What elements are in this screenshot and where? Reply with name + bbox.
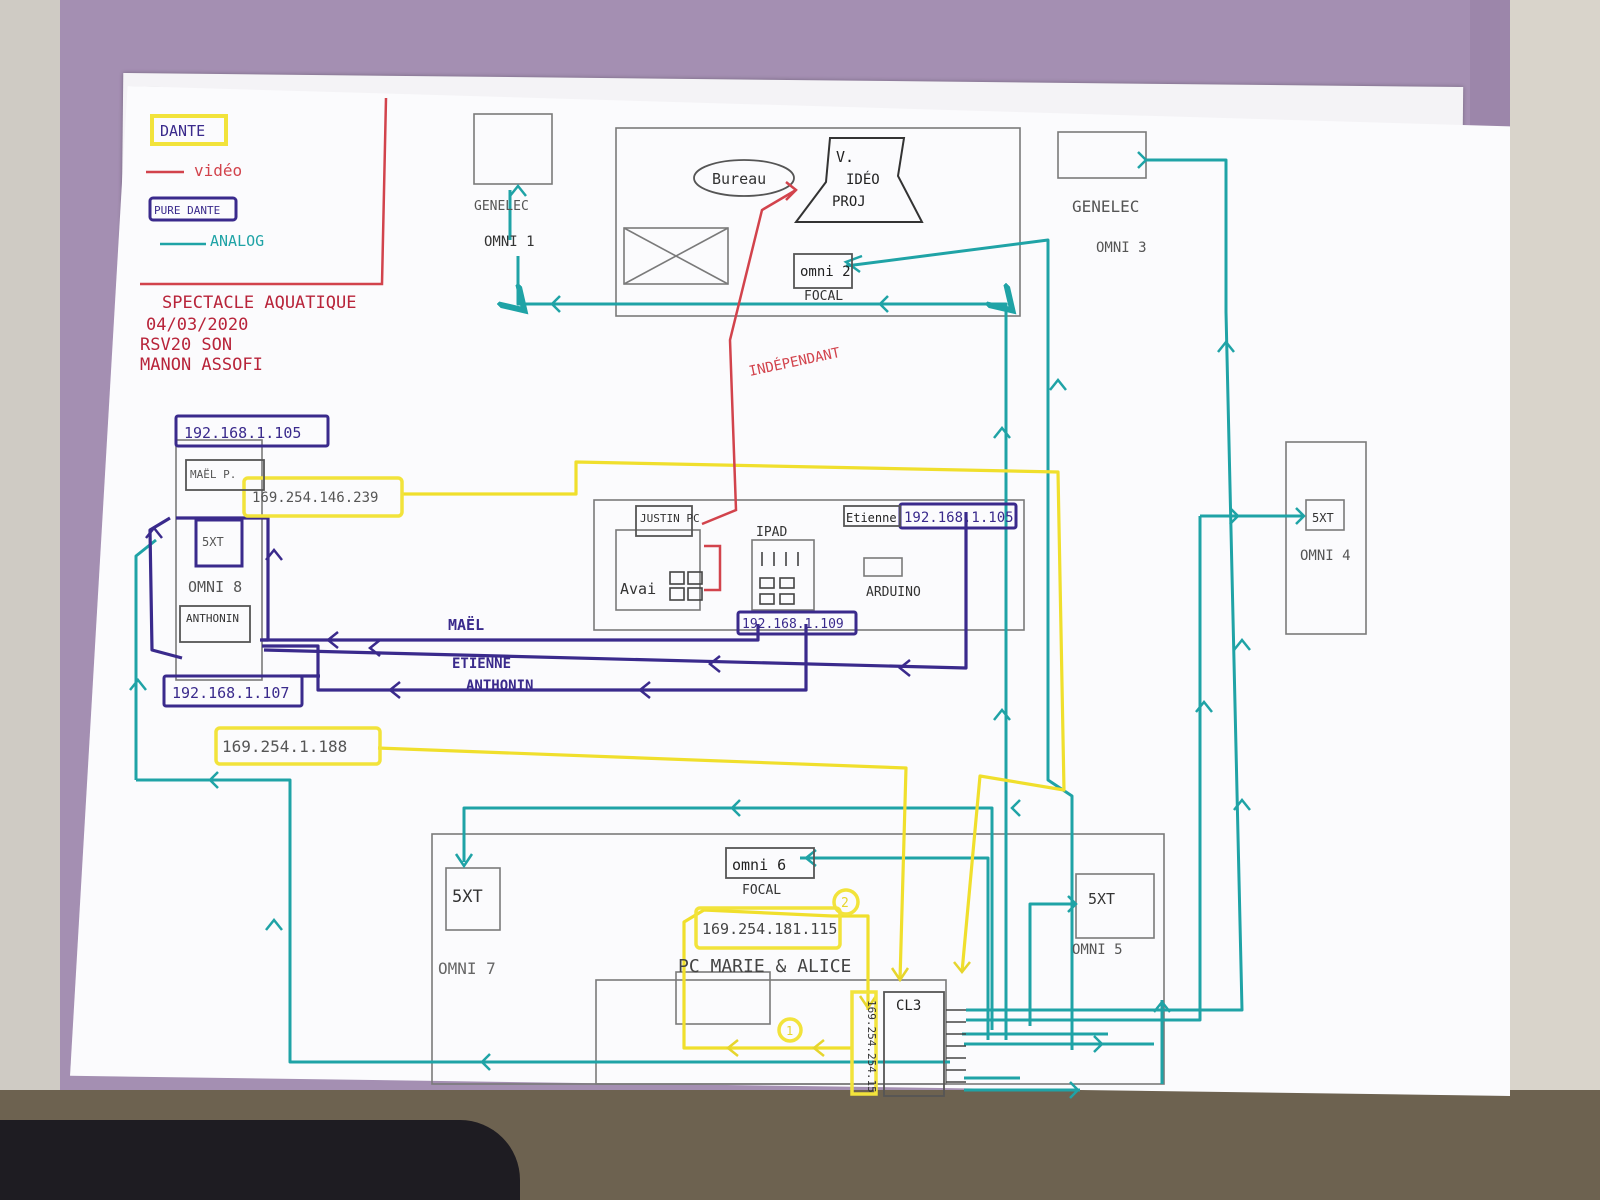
pure-dante-lines <box>148 512 968 692</box>
genelec-left-box <box>473 113 553 185</box>
ipad-label: IPAD <box>756 525 787 540</box>
pc-marie-box <box>675 971 771 1025</box>
genelec-right-label: GENELEC <box>1072 197 1139 216</box>
focal-top-label: FOCAL <box>804 289 843 304</box>
focal-bottom-label: FOCAL <box>742 883 781 898</box>
video-line <box>701 188 797 526</box>
sxt-right-box <box>1305 499 1345 531</box>
number-1-label: 1 <box>786 1024 793 1038</box>
omni2-label: omni 2 <box>800 264 851 280</box>
device-boxes <box>179 253 945 1097</box>
legend-pure-dante-swatch <box>148 196 238 222</box>
video-projector <box>794 137 924 223</box>
title-line-3: RSV20 SON <box>140 335 232 355</box>
ip-dante-left-label: 169.254.146.239 <box>252 490 378 506</box>
pc-marie-label: PC MARIE & ALICE <box>678 956 851 977</box>
avai-mixer <box>615 529 701 611</box>
sxt-bottom-label: 5XT <box>452 887 483 907</box>
mael-line-label: MAËL <box>448 615 484 634</box>
desk-surface-right <box>1510 0 1600 1200</box>
etienne-box-label: Etienne <box>846 511 897 525</box>
ip-ipad-label: 192.168.1.109 <box>742 617 844 632</box>
omni3-label: OMNI 3 <box>1096 240 1147 256</box>
legend-frame <box>140 97 388 286</box>
ip-dante-115-label: 169.254.181.115 <box>702 920 837 938</box>
legend-dante-swatch <box>150 114 228 146</box>
title-line-1: SPECTACLE AQUATIQUE <box>162 293 356 313</box>
anthonin-box-label: ANTHONIN <box>186 612 239 625</box>
bureau-label: Bureau <box>712 170 766 188</box>
ip-boxes-yellow <box>214 476 878 1096</box>
desk-surface-left <box>0 0 60 1200</box>
desk-table <box>595 979 947 1085</box>
video-arrow <box>785 181 798 201</box>
video-proj-label-3: PROJ <box>832 194 866 210</box>
sxt-left-label: 5XT <box>202 535 224 549</box>
mael-pc-label: MAËL P. <box>190 468 236 481</box>
video-proj-label-2: IDÉO <box>846 171 880 188</box>
bureau-room <box>615 127 1021 317</box>
genelec-right-box <box>1057 131 1147 179</box>
ip-bottom-left-label: 192.168.1.107 <box>172 684 289 702</box>
sxt-right-label: 5XT <box>1312 511 1334 525</box>
ip-etienne-label: 192.168.1.105 <box>904 510 1014 526</box>
omni5-label: OMNI 5 <box>1072 942 1123 958</box>
paper-sheet <box>70 86 1510 1096</box>
legend-video-label: vidéo <box>194 161 242 180</box>
analog-arrows <box>129 151 1306 1099</box>
cl3-connectors <box>946 1009 966 1083</box>
video-link-avai <box>704 544 722 592</box>
ip-boxes-purple <box>162 414 1018 708</box>
analog-lines <box>134 158 1304 1092</box>
mixer-faders <box>669 552 799 605</box>
legend-dante-label: DANTE <box>160 122 205 140</box>
legend-analog-label: ANALOG <box>210 232 264 250</box>
anthonin-line-label: ANTHONIN <box>466 678 533 694</box>
dante-arrows <box>725 961 971 1057</box>
omni8-label: OMNI 8 <box>188 578 242 596</box>
ip-top-left-label: 192.168.1.105 <box>184 424 301 442</box>
ip-dante-188-label: 169.254.1.188 <box>222 737 347 756</box>
title-line-4: MANON ASSOFI <box>140 355 263 375</box>
independant-label: INDÉPENDANT <box>747 344 842 380</box>
number-2-label: 2 <box>841 896 849 911</box>
video-proj-label-1: V. <box>836 148 854 166</box>
omni1-label: OMNI 1 <box>484 234 535 250</box>
ipad-box <box>751 539 815 611</box>
bureau-oval <box>693 159 795 197</box>
sxt-omni5-label: 5XT <box>1088 890 1115 908</box>
pure-dante-arrows <box>145 525 911 699</box>
omni7-label: OMNI 7 <box>438 959 496 978</box>
dark-object <box>0 1120 520 1200</box>
sxt-bottom-box <box>445 867 501 931</box>
omni4-label: OMNI 4 <box>1300 548 1351 564</box>
avai-label: Avai <box>620 580 656 598</box>
omni6-label: omni 6 <box>732 856 786 874</box>
etienne-line-label: ETIENNE <box>452 656 511 672</box>
title-line-2: 04/03/2020 <box>146 315 248 335</box>
arduino-box <box>863 557 903 577</box>
omni4-rack <box>1285 441 1367 635</box>
arduino-label: ARDUINO <box>866 585 921 600</box>
genelec-left-label: GENELEC <box>474 199 529 214</box>
omni5-box <box>1075 873 1155 939</box>
cl3-label: CL3 <box>896 998 921 1014</box>
legend-pure-dante-label: PURE DANTE <box>154 204 220 217</box>
control-room <box>593 499 1025 631</box>
ip-cl3-vertical-label: 169.254.254.15 <box>865 1000 878 1093</box>
dante-lines <box>377 460 1066 1050</box>
justin-label: JUSTIN PC <box>640 512 700 525</box>
left-rack <box>175 439 263 681</box>
pencil-outlines <box>175 113 1367 1085</box>
